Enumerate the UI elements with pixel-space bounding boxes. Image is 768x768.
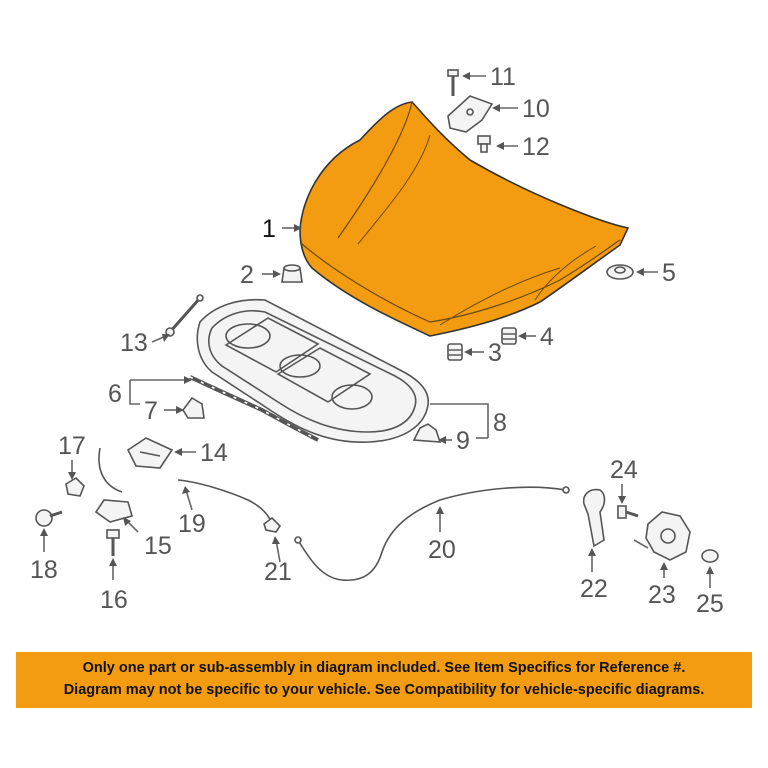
clip-9 bbox=[412, 423, 442, 443]
release-cable-19 bbox=[98, 447, 273, 525]
callout-5: 5 bbox=[662, 259, 676, 287]
callout-25: 25 bbox=[696, 590, 724, 618]
bolt-16 bbox=[106, 529, 120, 556]
callout-labels: 1 2 3 4 5 6 7 8 9 10 11 12 13 14 15 16 1… bbox=[30, 63, 724, 618]
clip-21 bbox=[263, 516, 282, 533]
callout-24: 24 bbox=[610, 456, 638, 484]
callout-4: 4 bbox=[540, 323, 554, 351]
hood-insulator bbox=[196, 298, 429, 443]
hood-panel bbox=[299, 101, 630, 337]
bolt-11 bbox=[447, 69, 459, 96]
callout-3: 3 bbox=[488, 339, 502, 367]
latch-15 bbox=[94, 499, 133, 523]
bracket-10 bbox=[447, 95, 494, 133]
grommet-5 bbox=[606, 264, 634, 280]
callout-12: 12 bbox=[522, 133, 550, 161]
bolt-18 bbox=[35, 509, 63, 527]
callout-23: 23 bbox=[648, 581, 676, 609]
callout-20: 20 bbox=[428, 536, 456, 564]
release-handle-22 bbox=[582, 488, 606, 548]
callout-15: 15 bbox=[144, 532, 172, 560]
leader-lines bbox=[40, 72, 714, 588]
bracket-17 bbox=[65, 476, 85, 497]
disclaimer-banner: Only one part or sub-assembly in diagram… bbox=[16, 652, 752, 708]
callout-7: 7 bbox=[144, 397, 158, 425]
stopper-3 bbox=[447, 343, 463, 361]
bolt-12 bbox=[477, 135, 491, 153]
release-cable-20 bbox=[294, 486, 570, 581]
callout-14: 14 bbox=[200, 439, 228, 467]
callout-21: 21 bbox=[264, 558, 292, 586]
hood-latch-23 bbox=[633, 511, 691, 561]
bolt-24 bbox=[617, 505, 639, 519]
hood-seal bbox=[189, 375, 319, 442]
callout-2: 2 bbox=[240, 261, 254, 289]
callout-19: 19 bbox=[178, 510, 206, 538]
callout-10: 10 bbox=[522, 95, 550, 123]
callout-22: 22 bbox=[580, 575, 608, 603]
callout-9: 9 bbox=[456, 427, 470, 455]
clip-7 bbox=[182, 396, 205, 419]
callout-6: 6 bbox=[108, 380, 122, 408]
callout-18: 18 bbox=[30, 556, 58, 584]
disclaimer-line-1: Only one part or sub-assembly in diagram… bbox=[82, 660, 686, 676]
callout-8: 8 bbox=[493, 409, 507, 437]
disclaimer-line-2: Diagram may not be specific to your vehi… bbox=[63, 682, 705, 698]
callout-17: 17 bbox=[58, 432, 86, 460]
bumper-2 bbox=[281, 264, 303, 283]
stopper-4 bbox=[501, 327, 517, 345]
latch-bracket-14 bbox=[126, 437, 174, 469]
callout-1: 1 bbox=[262, 215, 276, 243]
callout-13: 13 bbox=[120, 329, 148, 357]
plug-25 bbox=[701, 549, 719, 563]
callout-16: 16 bbox=[100, 586, 128, 614]
callout-11: 11 bbox=[490, 63, 516, 91]
